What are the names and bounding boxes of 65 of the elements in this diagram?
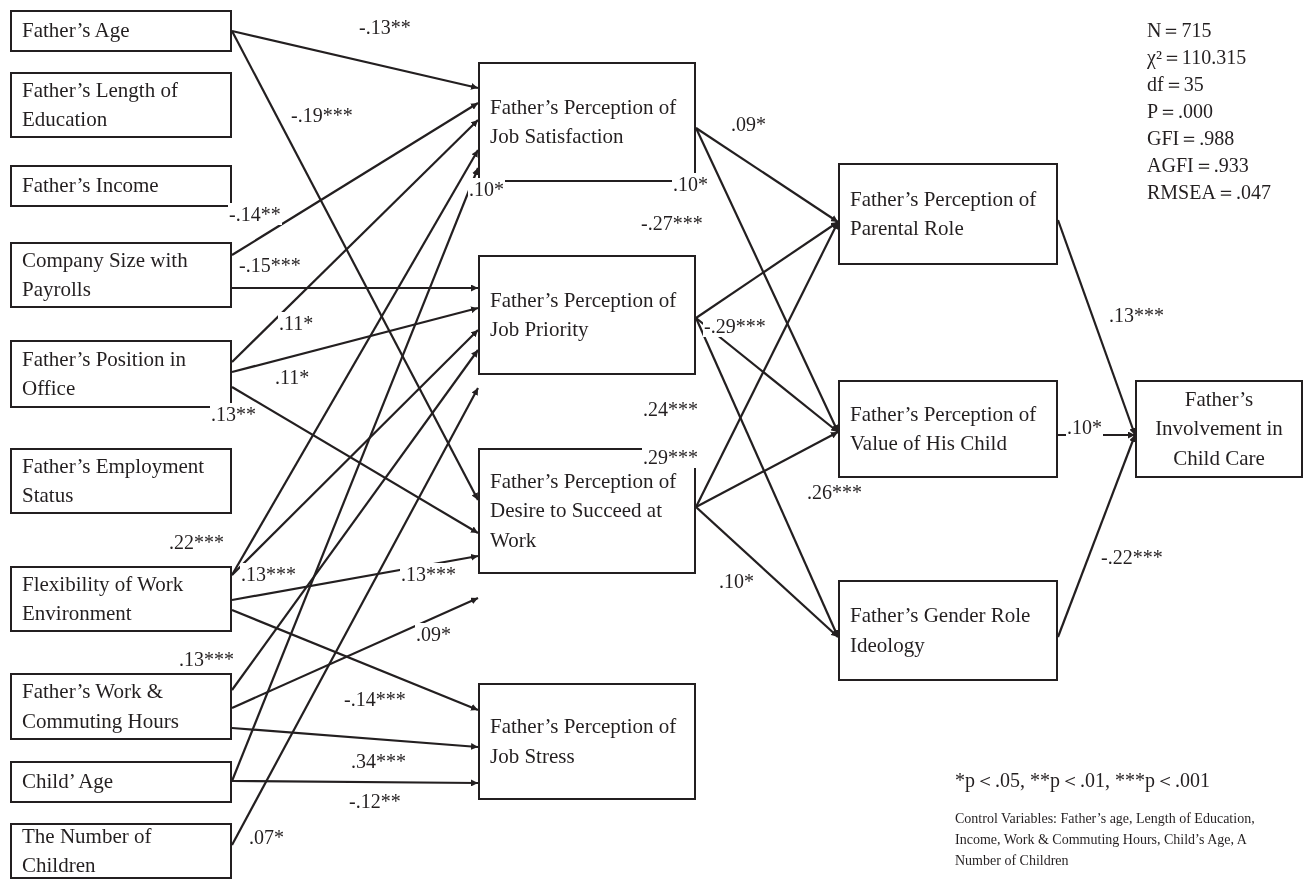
path-arrow <box>231 119 479 363</box>
path-coefficient: .29*** <box>642 446 699 468</box>
path-arrow <box>695 221 839 319</box>
path-arrow <box>231 726 479 750</box>
variable-name: Father’s Perception of Job Satisfaction <box>490 93 678 150</box>
variable-name: Father’s Perception of Value of His Child <box>850 400 1038 457</box>
path-arrow <box>231 30 479 501</box>
variable-box <box>10 242 232 308</box>
path-arrow <box>695 506 839 638</box>
variable-box <box>10 165 232 207</box>
variable-box <box>10 673 232 740</box>
variable-box <box>478 255 696 375</box>
path-arrow <box>231 306 479 374</box>
variable-box <box>10 72 232 138</box>
path-arrow <box>231 329 479 576</box>
variable-name: Company Size with Payrolls <box>22 246 189 303</box>
variable-box <box>10 761 232 803</box>
fit-statistic: N＝715 <box>1147 20 1212 40</box>
variable-name: Father’s Involvement in Child Care <box>1154 385 1284 472</box>
variable-box <box>838 580 1058 681</box>
path-arrow <box>231 349 479 691</box>
path-arrow <box>231 102 479 256</box>
variable-name: Father’s Perception of Parental Role <box>850 185 1038 242</box>
variable-name: The Number of Children <box>22 822 153 879</box>
path-arrow <box>695 127 839 433</box>
fit-statistic: AGFI＝.933 <box>1147 155 1249 175</box>
path-arrow <box>695 127 839 223</box>
fit-statistic: df＝35 <box>1147 74 1204 94</box>
variable-name: Father’s Perception of Job Priority <box>490 286 678 343</box>
path-arrow <box>231 387 479 846</box>
variable-name: Father’s Employment Status <box>22 452 206 509</box>
path-arrow <box>231 386 479 534</box>
variable-box <box>10 566 232 632</box>
variable-name: Father’s Gender Role Ideology <box>850 602 1032 659</box>
path-arrow <box>695 317 839 433</box>
variable-name: Father’s Work & Commuting Hours <box>22 678 180 735</box>
variable-name: Flexibility of Work Environment <box>22 570 185 627</box>
variable-name: Father’s Perception of Desire to Succeed at Work <box>490 467 678 554</box>
variable-box <box>838 380 1058 478</box>
variable-box <box>478 448 696 574</box>
path-arrow <box>232 284 478 292</box>
variable-name: Child’ Age <box>22 768 114 796</box>
variable-box <box>10 448 232 514</box>
path-coefficient: -.14** <box>228 203 282 225</box>
variable-box <box>1135 380 1303 478</box>
variable-box <box>838 163 1058 265</box>
path-arrow <box>232 779 478 787</box>
fit-statistic: χ²＝110.315 <box>1147 47 1247 67</box>
control-variables-note: Control Variables: Father’s age, Length of Education, Income, Work & Commuting Hours, Child’s Age, A Number of Children <box>955 810 1256 870</box>
path-arrow <box>231 29 479 90</box>
fit-statistic: P＝.000 <box>1147 101 1214 121</box>
variable-name: Father’s Position in Office <box>22 345 188 402</box>
path-arrow <box>695 431 839 508</box>
variable-box <box>10 10 232 52</box>
variable-box <box>10 340 232 408</box>
significance-note: *p＜.05, **p＜.01, ***p＜.001 <box>955 770 1210 790</box>
variable-box <box>10 823 232 879</box>
variable-name: Father’s Perception of Job Stress <box>490 713 678 770</box>
fit-statistic: RMSEA＝.047 <box>1147 182 1271 202</box>
path-arrow <box>695 221 839 508</box>
variable-box <box>478 683 696 800</box>
variable-name: Father’s Age <box>22 17 130 45</box>
fit-statistic: GFI＝.988 <box>1147 128 1235 148</box>
variable-name: Father’s Income <box>22 172 159 200</box>
variable-name: Father’s Length of Education <box>22 76 179 133</box>
